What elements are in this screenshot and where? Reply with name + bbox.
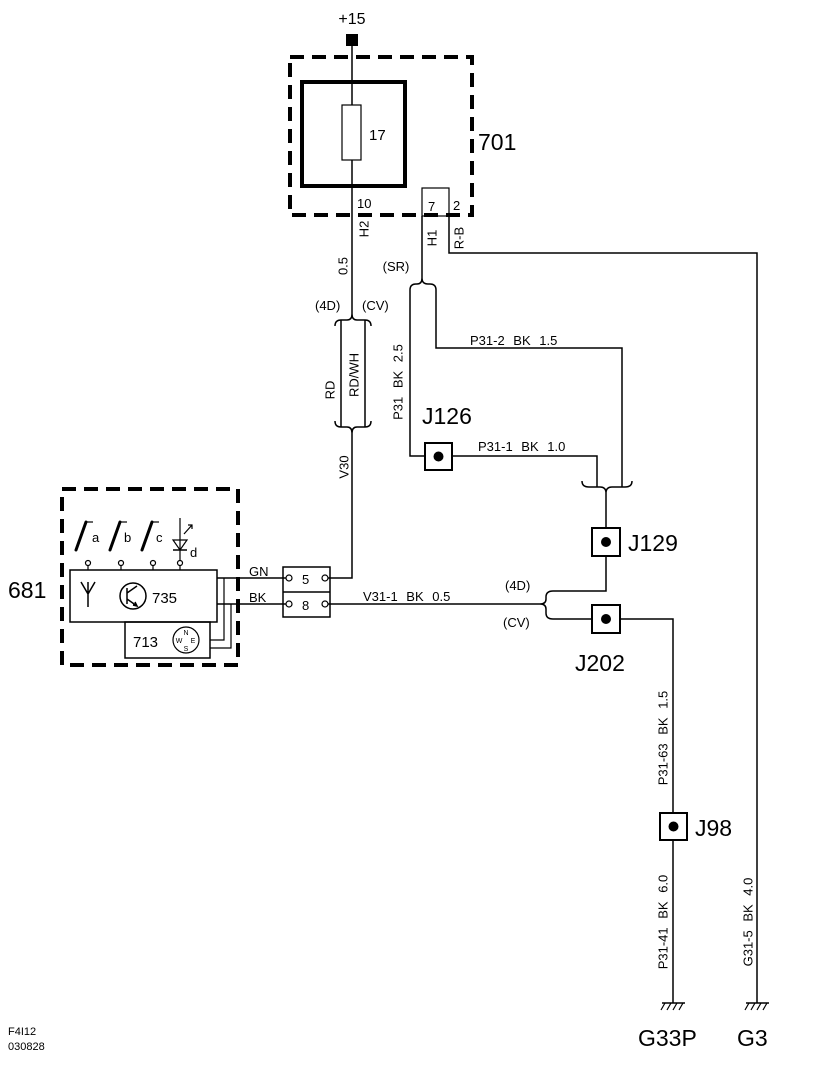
- junction-j98-label: J98: [695, 815, 732, 841]
- ground-g33p-symbol: [660, 1002, 685, 1011]
- fuse-number: 17: [369, 127, 386, 144]
- wire-gn-label: GN: [249, 564, 269, 579]
- module-713-lead-bk: [210, 604, 232, 649]
- pin-5-label: 5: [302, 572, 309, 587]
- unit-701-fuse-box: [300, 80, 407, 188]
- wire-v30: [328, 433, 353, 579]
- antenna-icon: [80, 581, 96, 607]
- wire-r-b-to-g3: [448, 216, 758, 1003]
- wire-p31-63: [620, 618, 674, 813]
- module-713-label: 713: [133, 634, 158, 651]
- switch-c-label: c: [156, 530, 163, 545]
- module-735-label: 735: [152, 590, 177, 607]
- junction-j98-dot: [668, 821, 679, 832]
- wire-h1-label: H1: [425, 230, 440, 247]
- pin-2-label: 2: [453, 198, 460, 213]
- wire-p31: [409, 290, 425, 457]
- wire-p31-label: P31 BK 2.5: [391, 344, 406, 420]
- wire-rd-label: RD: [323, 381, 338, 400]
- transistor-icon: [119, 582, 147, 610]
- pin-7-label: 7: [428, 199, 435, 214]
- wire-p31-41-label: P31-41 BK 6.0: [656, 875, 671, 970]
- switch-c-icon: [140, 520, 159, 570]
- compass-icon: [172, 626, 200, 654]
- compass-e: E: [191, 638, 196, 645]
- wire-v30-label: V30: [337, 455, 352, 478]
- variant-sr-label: (SR): [383, 259, 410, 274]
- pin-10-label: 10: [357, 196, 371, 211]
- fuse-17: [341, 104, 362, 161]
- pin-8-right: [321, 600, 329, 608]
- unit-701-outline: [288, 55, 474, 217]
- module-735-box: [69, 569, 218, 623]
- wire-j129-to-brace: [553, 556, 607, 592]
- variant-sr-brace: [409, 277, 437, 291]
- switch-b-label: b: [124, 530, 131, 545]
- switch-a-label: a: [92, 530, 100, 545]
- footer-date: 030828: [8, 1041, 45, 1053]
- footer-code: F4I12: [8, 1026, 36, 1038]
- connector-h1: [421, 187, 450, 217]
- wire-rb-label: R-B: [452, 227, 467, 249]
- wire-rd-wh-label: RD/WH: [347, 353, 362, 397]
- compass-w: W: [176, 638, 183, 645]
- junction-j202-dot: [601, 614, 611, 624]
- junction-j202-label: J202: [575, 650, 625, 676]
- wire-g31-5-label: G31-5 BK 4.0: [741, 878, 756, 967]
- junction-j126-dot: [433, 451, 444, 462]
- ground-g3-label: G3: [737, 1025, 768, 1051]
- pin-5-left: [285, 574, 293, 582]
- variant-4d-right-label: (4D): [505, 578, 530, 593]
- supply-terminal: [346, 34, 358, 46]
- wire-p31-2-label: P31-2 BK 1.5: [470, 333, 557, 348]
- ground-g33p-label: G33P: [638, 1025, 697, 1051]
- pin-8-label: 8: [302, 598, 309, 613]
- unit-701-label: 701: [478, 129, 516, 155]
- unit-681-label: 681: [8, 577, 46, 603]
- switch-b-icon: [108, 520, 127, 570]
- compass-n: N: [183, 630, 188, 637]
- led-d-label: d: [190, 545, 197, 560]
- variant-right-brace: [539, 590, 554, 620]
- supply-label: +15: [338, 11, 365, 28]
- j129-brace: [581, 480, 633, 494]
- wire-bk-label: BK: [249, 590, 267, 605]
- wire-h2-size-label: 0.5: [336, 257, 351, 275]
- variant-top-brace: [334, 313, 372, 327]
- module-713-lead-gn: [210, 578, 225, 641]
- switch-a-icon: [74, 520, 93, 570]
- wire-p31-1: [452, 455, 598, 487]
- led-d-icon: [171, 518, 193, 570]
- variant-cv-right-label: (CV): [503, 615, 530, 630]
- pin-5-right: [321, 574, 329, 582]
- wire-p31-63-label: P31-63 BK 1.5: [656, 691, 671, 786]
- wire-h2-label: H2: [357, 221, 372, 238]
- junction-j129-label: J129: [628, 530, 678, 556]
- variant-4d-top-label: (4D): [315, 298, 340, 313]
- pin-8-left: [285, 600, 293, 608]
- variant-cv-top-label: (CV): [362, 298, 389, 313]
- transistor-leads-icon: [126, 585, 139, 608]
- unit-681-outline: [60, 487, 240, 667]
- junction-j126-label: J126: [422, 403, 472, 429]
- compass-s: S: [184, 646, 189, 653]
- wire-p31-2: [435, 290, 623, 487]
- junction-j129-dot: [601, 537, 611, 547]
- wire-p31-1-label: P31-1 BK 1.0: [478, 439, 565, 454]
- wire-v31-1-label: V31-1 BK 0.5: [363, 589, 450, 604]
- ground-g3-symbol: [744, 1002, 769, 1011]
